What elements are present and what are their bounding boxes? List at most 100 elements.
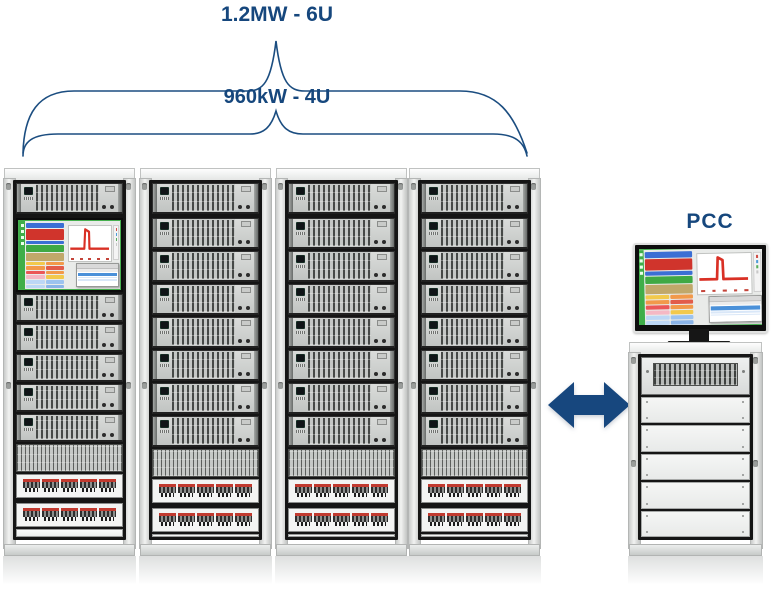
- breaker-panel: [152, 508, 259, 532]
- pcc-blank-panel: [641, 482, 750, 509]
- psu-vent-grille: [36, 386, 99, 409]
- software-panel-row: [26, 223, 65, 229]
- psu-vent-grille: [308, 385, 371, 411]
- bidirectional-arrow-icon: [548, 382, 630, 428]
- psu-buttons: [24, 197, 33, 200]
- circuit-breaker: [314, 513, 331, 527]
- circuit-breaker: [466, 513, 483, 527]
- software-grid-row: [26, 279, 65, 284]
- rack-ear: [289, 252, 293, 280]
- psu-display-panel: [426, 384, 441, 412]
- psu-connector-panel: [99, 184, 118, 212]
- software-panel-row: [26, 252, 65, 261]
- psu-display: [429, 354, 438, 362]
- rack-ear: [422, 318, 426, 346]
- psu-connector-panel: [99, 295, 118, 320]
- rack-ear: [523, 252, 527, 280]
- circuit-breaker: [428, 513, 445, 527]
- pcc-blank-panel: [641, 425, 750, 452]
- psu-buttons: [296, 232, 305, 235]
- rack-ear: [153, 285, 157, 313]
- circuit-breaker: [235, 484, 252, 498]
- circuit-breaker: [352, 484, 369, 498]
- psu-vent-grille: [172, 253, 235, 279]
- rack-reflection: [408, 556, 541, 590]
- rack-ear: [289, 219, 293, 247]
- psu-vent-grille: [308, 418, 371, 444]
- software-control-panel: [25, 221, 65, 289]
- psu-buttons: [160, 197, 169, 200]
- psu-display: [160, 222, 169, 230]
- circuit-breaker: [295, 484, 312, 498]
- rack-ear: [153, 351, 157, 379]
- rack-ear: [118, 325, 122, 350]
- circuit-breaker: [485, 484, 502, 498]
- psu-display: [296, 387, 305, 395]
- psu-connector-panel: [371, 184, 390, 212]
- software-grid-row: [26, 275, 65, 279]
- rack-ear: [390, 384, 394, 412]
- psu-buttons: [160, 265, 169, 268]
- circuit-breaker: [80, 479, 97, 493]
- rack-ear: [153, 417, 157, 445]
- rack-ear: [390, 417, 394, 445]
- psu-buttons: [429, 331, 438, 334]
- psu-buttons: [429, 265, 438, 268]
- psu-unit: [421, 183, 528, 214]
- psu-vent-grille: [308, 286, 371, 312]
- breaker-panel: [16, 503, 123, 527]
- psu-display-panel: [157, 384, 172, 412]
- psu-connector-panel: [371, 384, 390, 412]
- rack-ear: [390, 318, 394, 346]
- psu-vent-grille: [308, 185, 371, 211]
- psu-unit: [288, 350, 395, 381]
- circuit-breaker: [178, 484, 195, 498]
- rack-ear: [153, 252, 157, 280]
- circuit-breaker: [466, 484, 483, 498]
- psu-buttons: [24, 308, 33, 311]
- psu-buttons: [429, 430, 438, 433]
- psu-unit: [16, 384, 123, 412]
- psu-unit: [16, 354, 123, 382]
- psu-display-panel: [21, 355, 36, 380]
- rack-reflection: [139, 556, 272, 590]
- rack-ear: [289, 417, 293, 445]
- circuit-breaker: [178, 513, 195, 527]
- control-screen-unit: [16, 218, 123, 292]
- psu-unit: [288, 383, 395, 414]
- psu-buttons: [429, 364, 438, 367]
- rack-ear: [254, 252, 258, 280]
- breaker-panel: [16, 474, 123, 498]
- psu-display-panel: [426, 252, 441, 280]
- psu-display: [429, 222, 438, 230]
- vent-panel: [16, 444, 123, 472]
- psu-vent-grille: [441, 185, 504, 211]
- software-panel-row: [26, 229, 65, 240]
- circuit-breaker: [197, 484, 214, 498]
- psu-connector-panel: [235, 252, 254, 280]
- vent-panel: [288, 449, 395, 477]
- rack-ear: [422, 285, 426, 313]
- psu-display: [429, 288, 438, 296]
- psu-connector-panel: [504, 384, 523, 412]
- psu-unit: [288, 251, 395, 282]
- psu-vent-grille: [172, 286, 235, 312]
- psu-unit: [421, 251, 528, 282]
- blank-panel: [16, 529, 123, 537]
- psu-display-panel: [426, 318, 441, 346]
- psu-display: [429, 387, 438, 395]
- pcc-label: PCC: [686, 210, 734, 233]
- rack-ear: [153, 384, 157, 412]
- brace-1-2mw: [22, 40, 528, 154]
- psu-connector-panel: [371, 252, 390, 280]
- psu-display: [296, 255, 305, 263]
- circuit-breaker: [314, 484, 331, 498]
- circuit-breaker: [447, 513, 464, 527]
- control-software-screen: [18, 220, 121, 290]
- rack-ear: [523, 351, 527, 379]
- circuit-breaker: [333, 484, 350, 498]
- psu-display: [160, 420, 169, 428]
- rack-ear: [153, 219, 157, 247]
- rack-reflection: [628, 556, 763, 590]
- rack-interior: [13, 180, 126, 540]
